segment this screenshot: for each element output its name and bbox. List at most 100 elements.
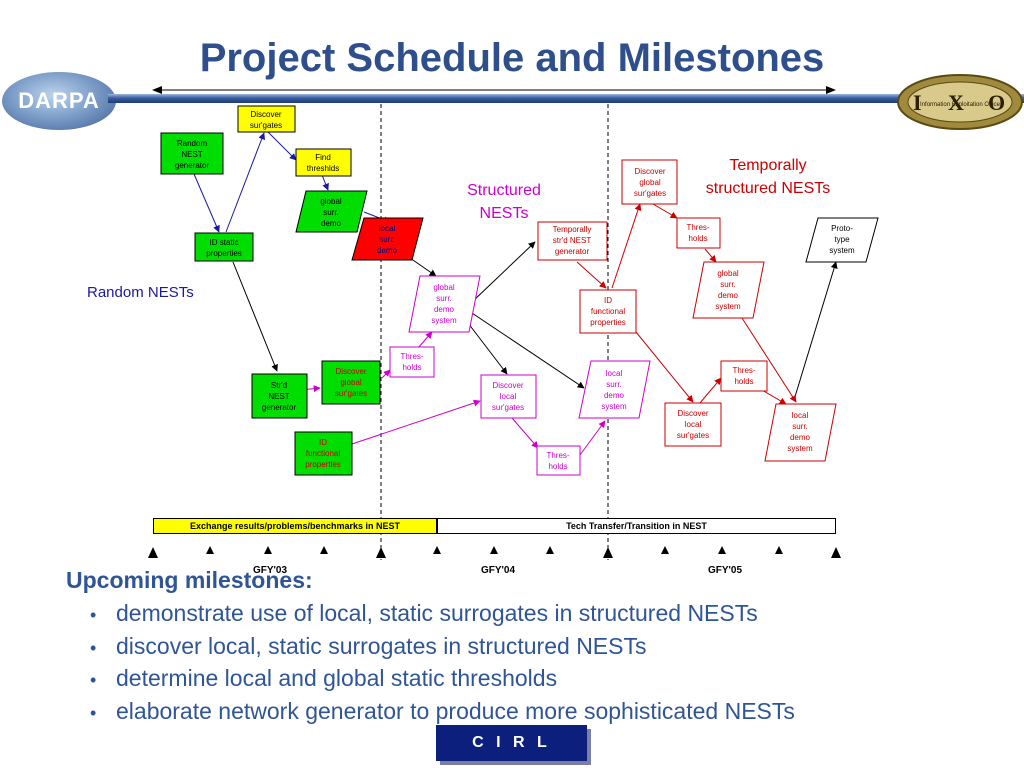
svg-text:system: system [787, 444, 813, 453]
svg-text:ID: ID [604, 296, 612, 305]
bullet-icon: • [90, 702, 97, 723]
svg-text:ID static: ID static [210, 238, 239, 247]
svg-text:demo: demo [790, 433, 811, 442]
svg-text:Find: Find [315, 153, 331, 162]
darpa-wordmark: DARPA [18, 88, 100, 113]
bullet-icon: • [90, 670, 97, 690]
svg-text:Random: Random [177, 139, 208, 148]
milestone-list: •demonstrate use of local, static surrog… [90, 598, 795, 728]
upcoming-heading: Upcoming milestones: [66, 567, 313, 593]
arrows-red [576, 203, 797, 405]
svg-text:sur'gates: sur'gates [492, 403, 524, 412]
svg-text:surr.: surr. [720, 280, 736, 289]
node-local-surr-demo-system-magenta: local surr. demo system [578, 360, 651, 419]
svg-text:Discover: Discover [634, 167, 665, 176]
svg-text:properties: properties [305, 460, 341, 469]
svg-text:Discover: Discover [677, 409, 708, 418]
schedule-diagram: Random NESTs Structured NESTs Temporally… [87, 86, 879, 560]
svg-text:type: type [834, 235, 850, 244]
bullet-icon: • [90, 637, 97, 658]
svg-text:sur'gates: sur'gates [250, 121, 282, 130]
ixo-letter-x: X [948, 90, 964, 115]
node-random-nest-generator: Random NEST generator [160, 132, 224, 175]
svg-text:local: local [379, 224, 396, 233]
node-discover-local-surgates-magenta: Discover local sur'gates [480, 374, 537, 419]
svg-text:local: local [792, 411, 809, 420]
svg-text:surr.: surr. [792, 422, 808, 431]
svg-text:threshlds: threshlds [307, 164, 339, 173]
svg-text:demo: demo [718, 291, 739, 300]
svg-text:global: global [639, 178, 661, 187]
region-label-structured-1: Structured [467, 182, 541, 199]
svg-text:NEST: NEST [268, 392, 289, 401]
node-thresholds-magenta-2: Thres- holds [536, 445, 581, 476]
milestone-item: •demonstrate use of local, static surrog… [90, 598, 795, 631]
page-title: Project Schedule and Milestones [199, 36, 825, 80]
tick-major [376, 547, 386, 558]
node-discover-local-surgates-red: Discover local sur'gates [664, 402, 722, 447]
svg-text:holds: holds [402, 363, 421, 372]
svg-text:ID: ID [319, 438, 327, 447]
darpa-logo: DARPA [2, 72, 116, 130]
svg-text:sur'gates: sur'gates [335, 389, 367, 398]
svg-text:sur'gates: sur'gates [677, 431, 709, 440]
node-prototype-system: Proto- type system [805, 217, 879, 263]
timeline-label-gfy05: GFY'05 [708, 565, 743, 576]
svg-text:generator: generator [175, 161, 210, 170]
svg-text:surr.: surr. [379, 235, 395, 244]
region-label-temporal-2: structured NESTs [706, 180, 830, 197]
ixo-text: Information Exploitation Office [920, 102, 1001, 108]
svg-text:holds: holds [548, 462, 567, 471]
svg-text:Thres-: Thres- [546, 451, 569, 460]
node-temporally-strd-nest-generator: Temporally str'd NEST generator [537, 221, 608, 261]
svg-text:demo: demo [604, 391, 625, 400]
tick-minor [718, 546, 726, 554]
tick-major [148, 547, 158, 558]
tick-minor [433, 546, 441, 554]
svg-text:global: global [717, 269, 739, 278]
arrows-magenta [299, 331, 606, 456]
timeline-ticks [148, 546, 841, 558]
ixo-logo: I X O Information Exploitation Office [897, 74, 1023, 130]
svg-text:Discover: Discover [335, 367, 366, 376]
tick-minor [206, 546, 214, 554]
node-id-static-properties: ID static properties [194, 232, 254, 262]
tick-minor [490, 546, 498, 554]
ixo-letter-o: O [988, 90, 1005, 115]
tick-minor [320, 546, 328, 554]
region-label-temporal-1: Temporally [729, 157, 806, 174]
tick-minor [661, 546, 669, 554]
node-thresholds-red-2: Thres- holds [720, 360, 768, 392]
milestone-item: •elaborate network generator to produce … [90, 696, 795, 729]
svg-text:properties: properties [590, 318, 626, 327]
milestone-item: •discover local, static surrogates in st… [90, 631, 795, 664]
node-strd-nest-generator: Str'd NEST generator [251, 373, 308, 419]
header-divider [108, 94, 903, 103]
node-global-surr-demo: global surr. demo [295, 190, 368, 233]
svg-text:local: local [685, 420, 702, 429]
bullet-icon: • [90, 605, 97, 625]
svg-text:Thres-: Thres- [686, 223, 709, 232]
svg-text:surr.: surr. [606, 380, 622, 389]
timeline-label-gfy03: GFY'03 [253, 565, 288, 576]
svg-text:global: global [433, 283, 455, 292]
svg-text:str'd NEST: str'd NEST [553, 236, 592, 245]
region-label-structured-2: NESTs [480, 205, 529, 222]
svg-text:Discover: Discover [250, 110, 281, 119]
svg-text:global: global [320, 197, 342, 206]
svg-text:system: system [601, 402, 627, 411]
node-discover-surgates: Discover sur'gates [237, 105, 296, 133]
svg-text:holds: holds [688, 234, 707, 243]
svg-text:holds: holds [734, 377, 753, 386]
timeline-label-gfy04: GFY'04 [481, 565, 516, 576]
tick-minor [775, 546, 783, 554]
tick-major [603, 547, 613, 558]
svg-text:NEST: NEST [181, 150, 202, 159]
arrows-blue [193, 131, 391, 233]
svg-text:demo: demo [434, 305, 455, 314]
node-discover-global-surgates-green: Discover global sur'gates [321, 360, 381, 405]
svg-text:demo: demo [377, 246, 398, 255]
svg-text:functional: functional [306, 449, 340, 458]
node-thresholds-magenta-1: Thres- holds [389, 346, 435, 378]
svg-text:functional: functional [591, 307, 625, 316]
